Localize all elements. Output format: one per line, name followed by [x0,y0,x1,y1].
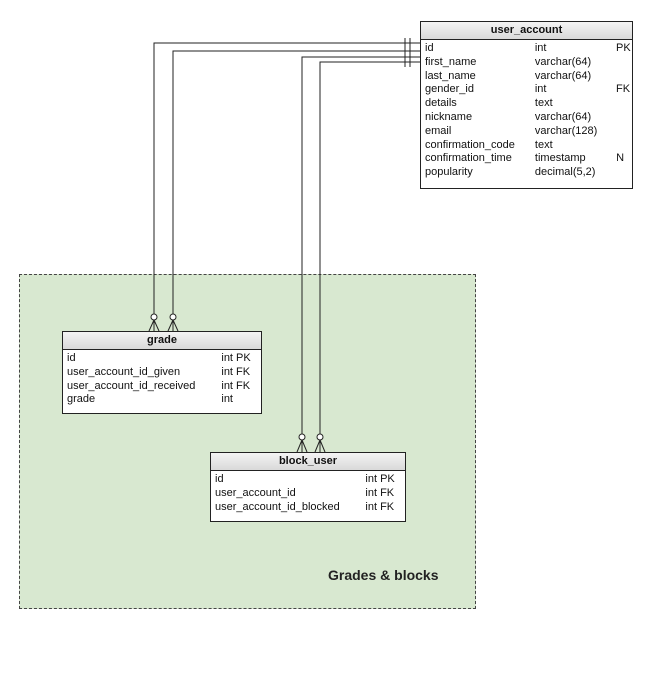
column-name: last_name [425,69,476,82]
relationship-grade-received [172,50,420,314]
crowfoot-marker-grade-given [148,313,160,332]
column-name: user_account_id_given [67,365,181,378]
column-name: user_account_id_received [67,379,196,392]
table-row[interactable]: user_account_id int FK [215,487,401,501]
column-type: int FK [365,500,395,513]
relationship-block-user [301,56,420,434]
table-row[interactable]: email varchar(128) [425,125,628,139]
table-row[interactable]: last_name varchar(64) [425,70,628,84]
column-key [616,56,628,70]
column-key [616,166,628,180]
column-name: email [425,124,452,137]
table-title: block_user [211,453,405,471]
crowfoot-marker-block-user [296,433,308,453]
table-row[interactable]: confirmation_code text [425,139,628,153]
column-key [616,139,628,153]
crowfoot-marker-grade-received [167,313,179,332]
column-type: varchar(64) [534,110,592,123]
table-row[interactable]: details text [425,97,628,111]
relationship-block-blocked [319,61,420,434]
column-type: int [534,42,547,54]
column-name: nickname [425,110,473,123]
subject-area-grades-blocks[interactable] [19,274,476,609]
column-key [616,70,628,84]
column-name: user_account_id_blocked [215,500,340,513]
table-row[interactable]: nickname varchar(64) [425,111,628,125]
column-name: confirmation_time [425,152,512,165]
table-row[interactable]: user_account_id_received int FK [67,380,257,394]
column-key: FK [616,83,631,96]
column-type: timestamp [534,152,586,165]
table-row[interactable]: gender_id int FK [425,83,631,97]
subject-area-label: Grades & blocks [328,567,439,583]
column-key: N [616,152,625,165]
column-name: popularity [425,166,473,179]
column-type: varchar(64) [534,55,592,68]
table-row[interactable]: id int PK [67,352,257,366]
table-row[interactable]: id int PK [215,473,401,487]
column-type: int FK [365,486,395,499]
table-user-account[interactable]: user_account id int PK first_name varchar(6… [420,21,633,189]
column-name: id [215,473,224,485]
column-name: id [67,352,76,364]
column-name: id [425,42,434,54]
table-title: user_account [421,22,632,40]
column-key [616,97,628,111]
column-name: gender_id [425,83,474,96]
crowfoot-marker-block-blocked [314,433,326,453]
column-type: int PK [365,473,395,485]
column-key [616,111,628,125]
table-title: grade [63,332,261,350]
table-row[interactable]: popularity decimal(5,2) [425,166,628,180]
column-name: first_name [425,55,477,68]
table-row[interactable]: confirmation_time timestamp N [425,152,628,166]
column-name: user_account_id [215,486,296,499]
table-row[interactable]: grade int [67,393,257,407]
one-marker [404,38,411,67]
column-key [616,125,628,139]
column-type: int [534,83,547,96]
column-type: varchar(128) [534,124,598,137]
table-row[interactable]: user_account_id_blocked int FK [215,501,401,515]
table-row[interactable]: id int PK [425,42,631,56]
column-name: details [425,97,457,110]
column-name: grade [67,393,96,406]
table-row[interactable]: first_name varchar(64) [425,56,628,70]
column-type: text [534,138,553,151]
table-row[interactable]: user_account_id_given int FK [67,366,257,380]
column-type: text [534,97,553,110]
column-type: varchar(64) [534,69,592,82]
column-type: int [221,393,233,406]
column-key: PK [616,42,631,54]
relationship-grade-given [153,42,420,314]
column-type: decimal(5,2) [534,166,596,179]
column-name: confirmation_code [425,138,515,151]
column-type: int PK [221,352,251,364]
column-type: int FK [221,379,251,392]
column-type: int FK [221,365,251,378]
